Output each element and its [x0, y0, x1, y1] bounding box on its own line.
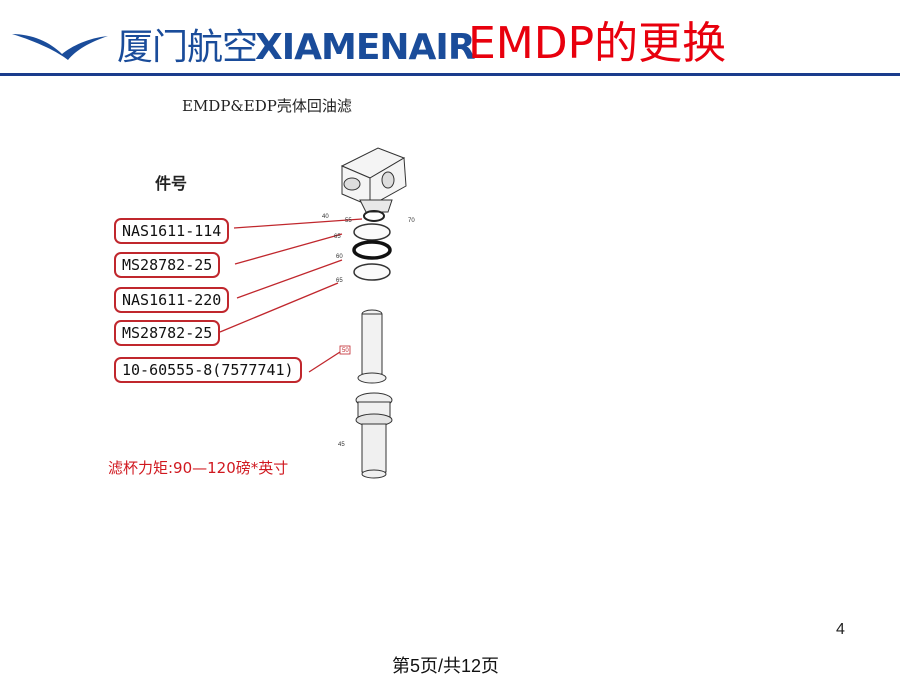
item-number: 65 [334, 234, 341, 240]
slide-number: 4 [836, 621, 845, 638]
item-number: 70 [408, 218, 415, 224]
logo-chinese-name: 厦门航空 [117, 27, 258, 68]
item-number: 60 [336, 254, 343, 260]
item-number-highlight [339, 345, 351, 355]
torque-note: 滤杯力矩:90—120磅*英寸 [108, 459, 289, 477]
part-number-callout: 10-60555-8(7577741) [114, 357, 302, 383]
part-number-callout: NAS1611-220 [114, 287, 230, 313]
xiamenair-logo-icon [12, 34, 108, 60]
filter-bowl-45 [355, 392, 393, 479]
item-number: 45 [338, 442, 345, 448]
backup-ring-65b [353, 263, 391, 281]
filter-element-50 [357, 309, 387, 384]
filter-housing-drawing [340, 147, 407, 213]
header-divider [0, 73, 900, 76]
o-ring-60 [352, 240, 392, 260]
item-number: 50 [342, 348, 349, 354]
slide-title: EMDP的更换 [468, 18, 727, 69]
part-number-callout: MS28782-25 [114, 252, 221, 278]
logo-english-name: XIAMENAIR [255, 27, 476, 68]
item-number: 40 [322, 214, 329, 220]
o-ring-55 [363, 210, 385, 222]
item-number: 65 [336, 278, 343, 284]
page-indicator: 第5页/共12页 [392, 656, 500, 676]
callout-leader-lines [219, 218, 363, 373]
item-number: 55 [345, 218, 352, 224]
part-number-label: 件号 [155, 174, 188, 193]
diagram-title: EMDP&EDP壳体回油滤 [182, 97, 352, 115]
backup-ring-65 [353, 223, 391, 241]
part-number-callout: NAS1611-114 [114, 218, 230, 244]
part-number-callout: MS28782-25 [114, 320, 221, 346]
